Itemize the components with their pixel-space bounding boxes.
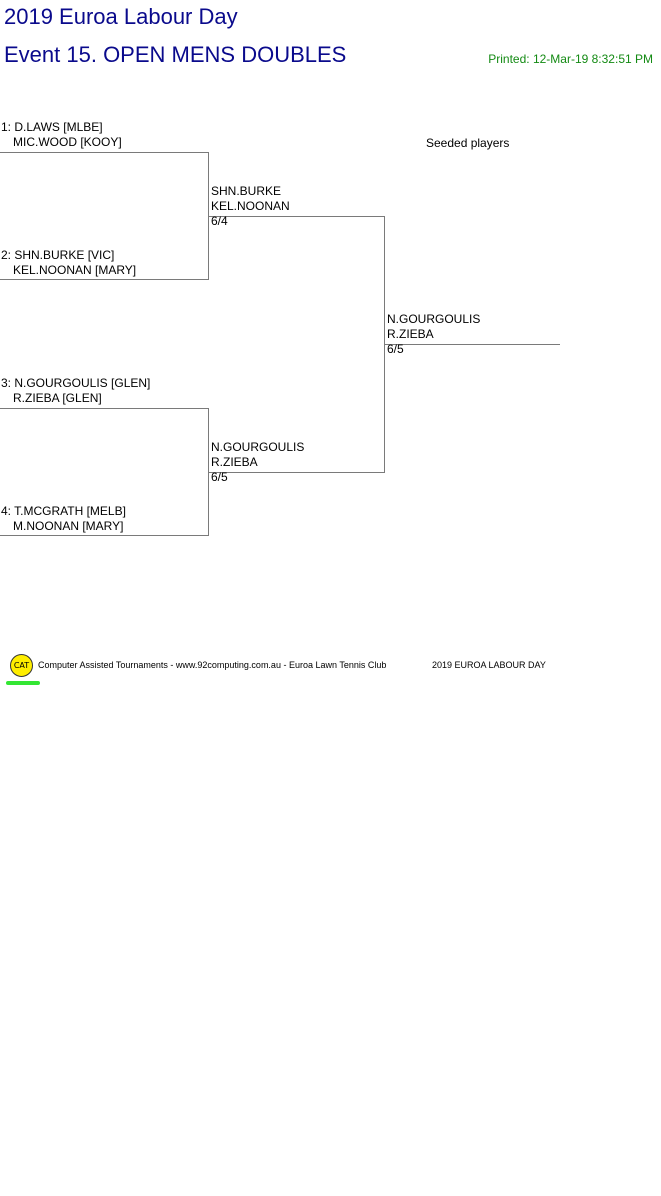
bracket-connector xyxy=(208,152,209,280)
r1-match3-player2: R.ZIEBA [GLEN] xyxy=(13,391,102,405)
bracket-connector xyxy=(208,408,209,536)
r2-match1-score: 6/4 xyxy=(211,214,228,228)
cat-logo: CAT xyxy=(10,654,33,677)
final-player1: N.GOURGOULIS xyxy=(387,312,481,326)
bracket-line xyxy=(209,216,385,217)
r1-match1-player2: MIC.WOOD [KOOY] xyxy=(13,135,122,149)
r1-match2-player1: 2: SHN.BURKE [VIC] xyxy=(1,248,115,262)
r2-match2-score: 6/5 xyxy=(211,470,228,484)
bracket-line xyxy=(209,472,385,473)
bracket-line xyxy=(0,408,209,409)
r1-match4-player2: M.NOONAN [MARY] xyxy=(13,519,124,533)
bracket-line xyxy=(0,152,209,153)
final-score: 6/5 xyxy=(387,342,404,356)
r1-match1-player1: 1: D.LAWS [MLBE] xyxy=(1,120,103,134)
logo-underline xyxy=(6,681,40,685)
footer-credit: Computer Assisted Tournaments - www.92co… xyxy=(38,660,387,670)
r1-match3-player1: 3: N.GOURGOULIS [GLEN] xyxy=(1,376,151,390)
footer-tournament: 2019 EUROA LABOUR DAY xyxy=(432,660,546,670)
r2-match1-player1: SHN.BURKE xyxy=(211,184,282,198)
r2-match1-player2: KEL.NOONAN xyxy=(211,199,290,213)
r1-match4-player1: 4: T.MCGRATH [MELB] xyxy=(1,504,126,518)
bracket-line xyxy=(385,344,560,345)
r2-match2-player1: N.GOURGOULIS xyxy=(211,440,305,454)
r2-match2-player2: R.ZIEBA xyxy=(211,455,258,469)
tournament-title: 2019 Euroa Labour Day xyxy=(4,4,238,29)
bracket-connector xyxy=(384,216,385,473)
bracket-line xyxy=(0,535,209,536)
r1-match2-player2: KEL.NOONAN [MARY] xyxy=(13,263,137,277)
bracket-line xyxy=(0,279,209,280)
event-title: Event 15. OPEN MENS DOUBLES xyxy=(4,42,347,67)
footer: CAT Computer Assisted Tournaments - www.… xyxy=(0,652,661,692)
printed-timestamp: Printed: 12-Mar-19 8:32:51 PM xyxy=(488,52,653,66)
final-player2: R.ZIEBA xyxy=(387,327,434,341)
seeded-players-label: Seeded players xyxy=(426,136,510,150)
